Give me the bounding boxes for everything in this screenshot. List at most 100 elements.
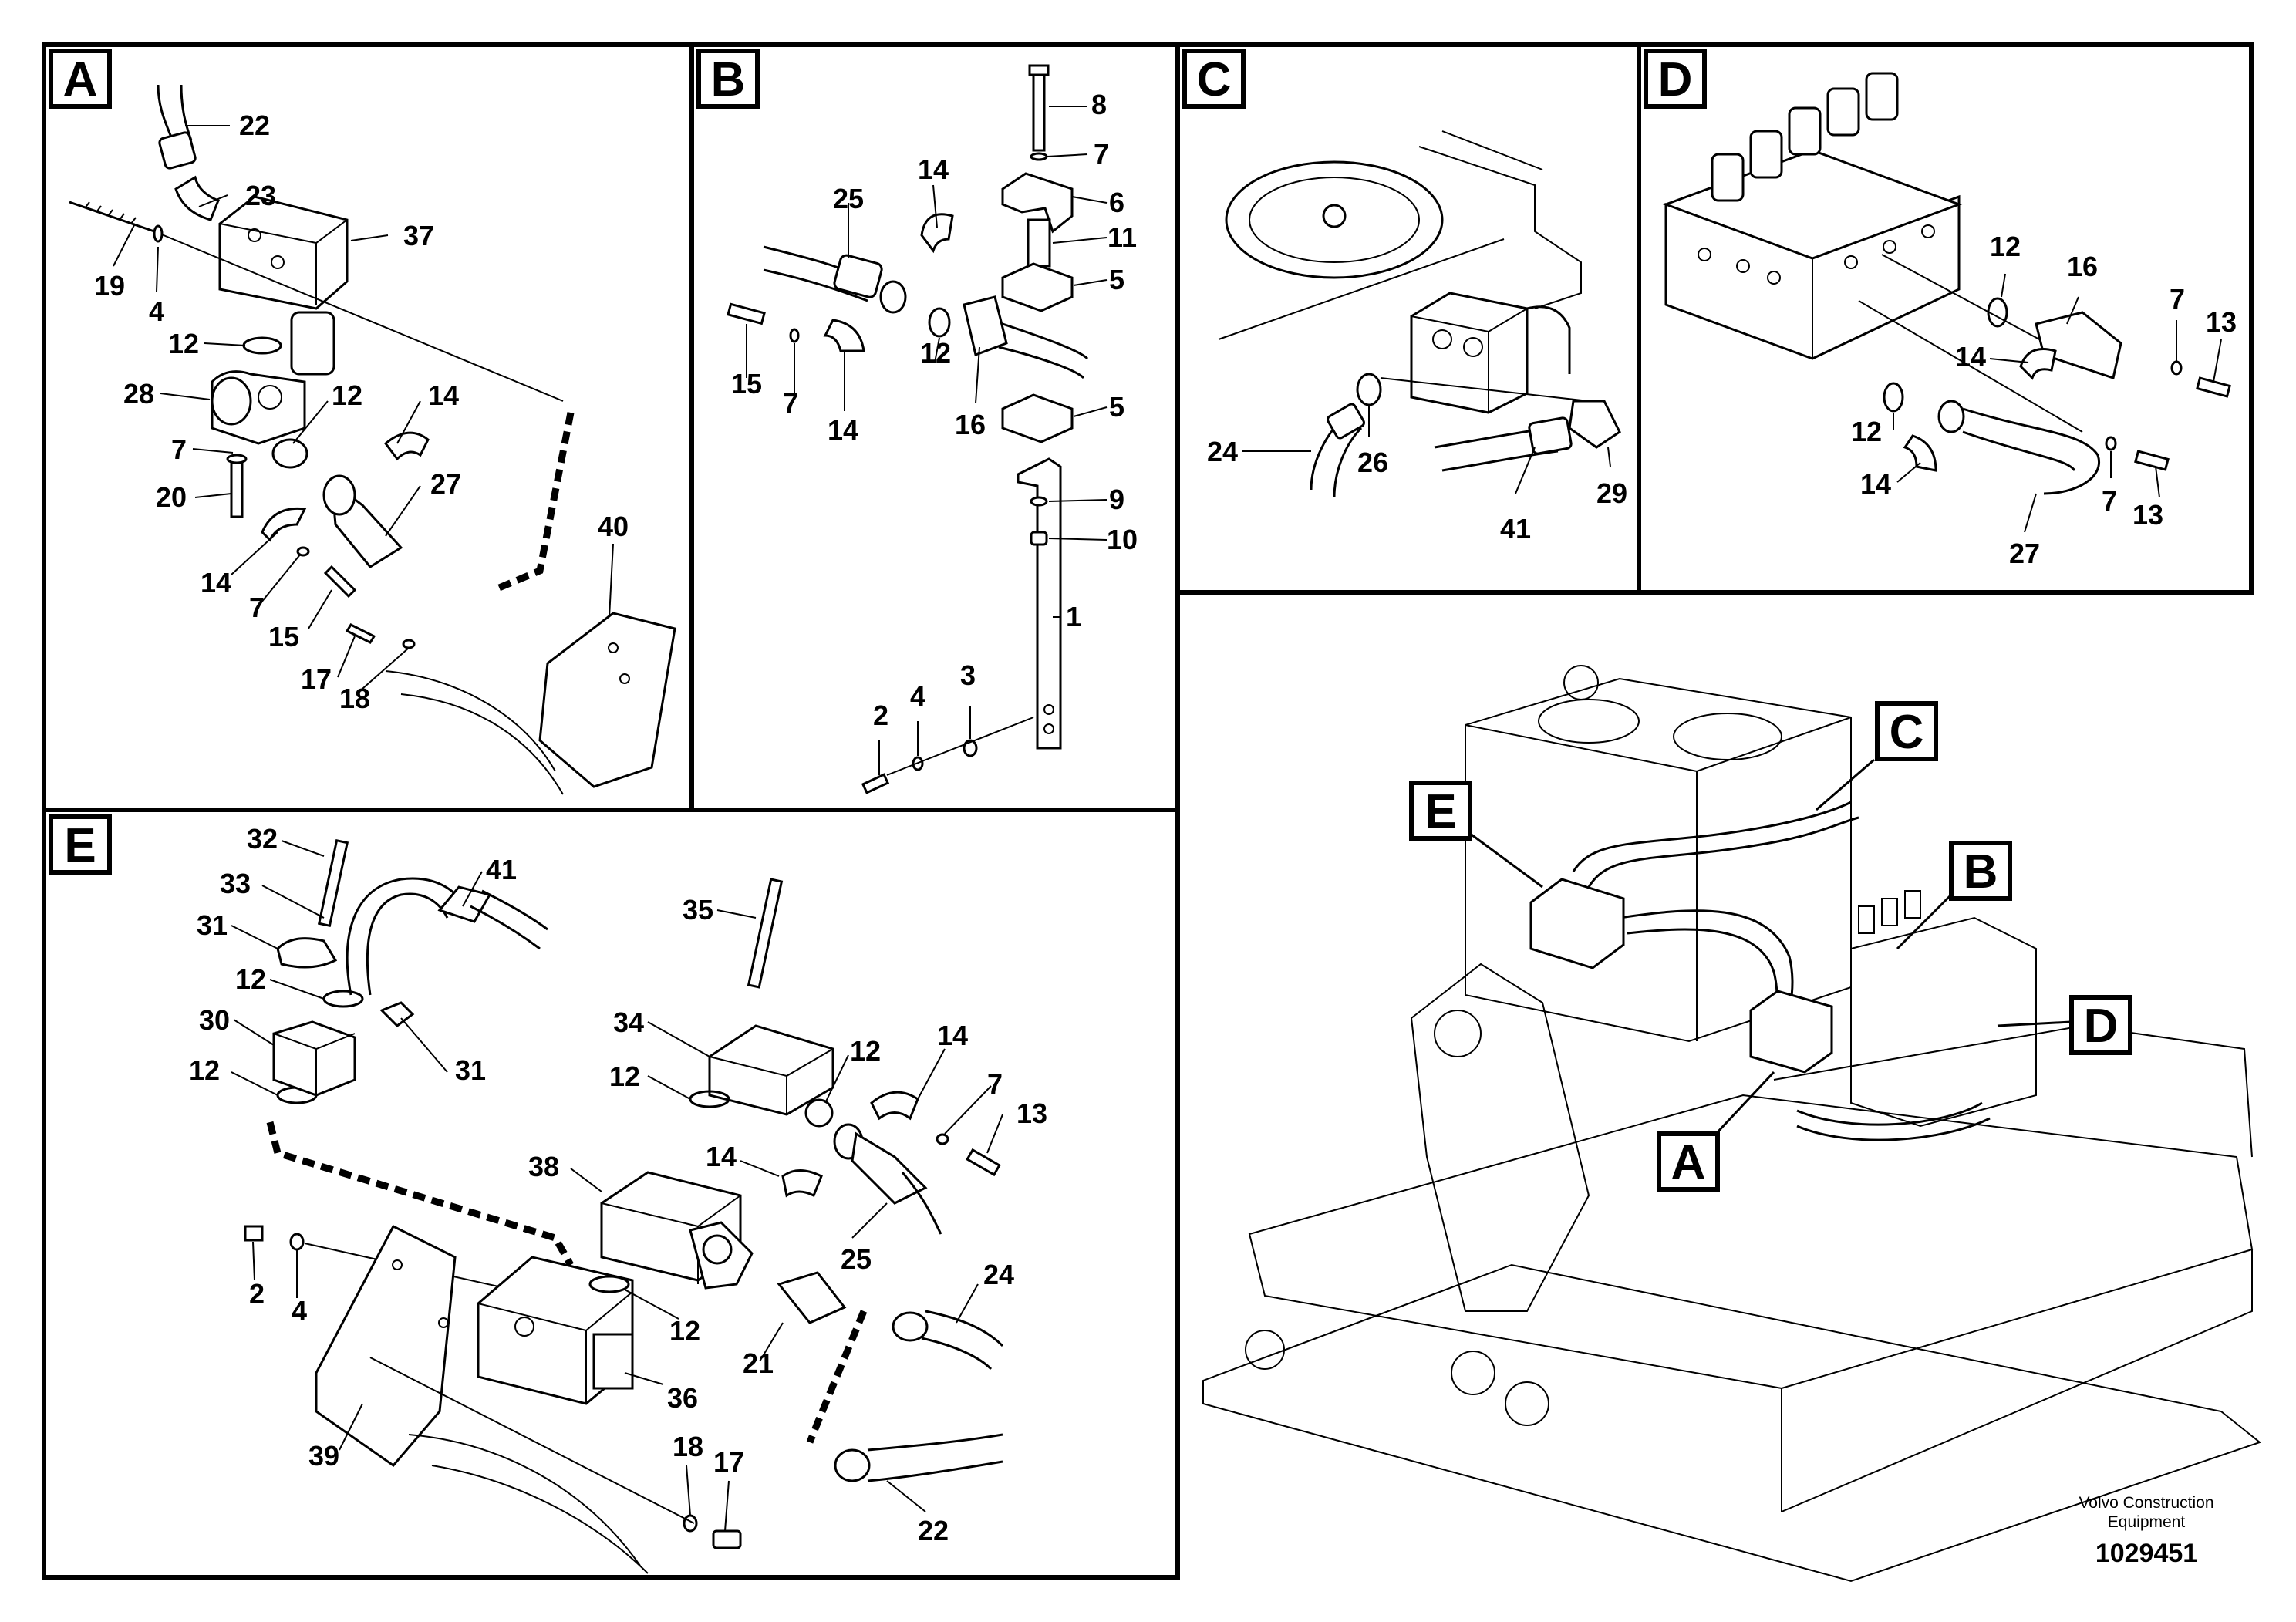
callout-b-9: 9 bbox=[1109, 484, 1124, 515]
panel-c-callouts: 24 26 41 29 bbox=[1207, 436, 1627, 545]
callout-a-15: 15 bbox=[268, 621, 299, 653]
callout-b-1: 1 bbox=[1066, 601, 1081, 632]
callout-e-38: 38 bbox=[528, 1151, 559, 1182]
marker-b-label: B bbox=[1964, 845, 1998, 899]
callout-b-3: 3 bbox=[960, 659, 976, 691]
callout-b-25: 25 bbox=[833, 183, 864, 214]
panel-c-drawing bbox=[1218, 130, 1621, 498]
callout-d-12-lower: 12 bbox=[1851, 416, 1882, 447]
callout-a-7-upper: 7 bbox=[171, 433, 187, 465]
callout-a-12-upper: 12 bbox=[168, 328, 199, 359]
marker-c-label: C bbox=[1890, 706, 1924, 759]
callout-e-14-lower: 14 bbox=[706, 1141, 737, 1172]
overview-marker-b: B bbox=[1949, 841, 2012, 901]
callout-e-2: 2 bbox=[249, 1278, 265, 1310]
panel-d-callouts: 12 16 7 13 14 12 14 7 13 27 bbox=[1851, 231, 2237, 569]
callout-e-12-a: 12 bbox=[235, 963, 266, 995]
callout-b-10: 10 bbox=[1107, 524, 1138, 555]
callout-a-22: 22 bbox=[239, 110, 270, 141]
callout-e-4: 4 bbox=[292, 1295, 307, 1327]
callout-e-7: 7 bbox=[987, 1068, 1003, 1100]
callout-c-29: 29 bbox=[1596, 477, 1627, 509]
overview-marker-c: C bbox=[1875, 701, 1938, 761]
callout-c-26: 26 bbox=[1357, 447, 1388, 478]
panel-d-letter: D bbox=[1658, 53, 1693, 106]
panel-e-badge: E bbox=[49, 814, 112, 875]
hose-22-shape bbox=[157, 84, 175, 143]
callout-a-7-lower: 7 bbox=[249, 592, 265, 623]
callout-e-25: 25 bbox=[841, 1243, 872, 1275]
marker-d-label: D bbox=[2084, 1000, 2119, 1053]
callout-b-15: 15 bbox=[731, 368, 762, 400]
panel-a-letter: A bbox=[63, 53, 98, 106]
panel-a-drawing bbox=[69, 84, 676, 795]
callout-e-13: 13 bbox=[1017, 1098, 1047, 1129]
callout-d-14-upper: 14 bbox=[1955, 341, 1986, 373]
callout-e-36: 36 bbox=[667, 1382, 698, 1414]
callout-leaders bbox=[113, 106, 2222, 1532]
callout-b-4: 4 bbox=[910, 680, 925, 712]
callout-d-14-lower: 14 bbox=[1860, 468, 1891, 500]
panel-b-drawing bbox=[727, 64, 1089, 794]
callout-e-18: 18 bbox=[673, 1431, 703, 1462]
overview-leaders bbox=[1468, 758, 2072, 1135]
callout-e-12-b: 12 bbox=[189, 1054, 220, 1086]
panel-c-letter: C bbox=[1197, 53, 1232, 106]
callout-e-24: 24 bbox=[983, 1259, 1014, 1290]
company-line-2: Equipment bbox=[2108, 1513, 2186, 1531]
marker-a-label: A bbox=[1671, 1136, 1706, 1189]
callout-a-27: 27 bbox=[430, 468, 461, 500]
callout-a-18: 18 bbox=[339, 683, 370, 714]
callout-a-37: 37 bbox=[403, 220, 434, 251]
callout-d-27: 27 bbox=[2009, 538, 2040, 569]
callout-e-22: 22 bbox=[918, 1515, 949, 1546]
callout-d-16: 16 bbox=[2067, 251, 2098, 282]
callout-e-30: 30 bbox=[199, 1004, 230, 1036]
marker-e-label: E bbox=[1424, 785, 1456, 838]
panel-d-drawing bbox=[1662, 72, 2231, 495]
callout-b-14-lower: 14 bbox=[828, 414, 858, 446]
callout-d-13-upper: 13 bbox=[2206, 306, 2237, 338]
callout-e-41: 41 bbox=[486, 854, 517, 885]
panel-d-frame bbox=[1637, 42, 2254, 595]
callout-e-34: 34 bbox=[613, 1007, 644, 1038]
callout-b-7-left: 7 bbox=[783, 387, 798, 419]
callout-d-7-upper: 7 bbox=[2170, 283, 2185, 315]
panel-b-letter: B bbox=[711, 53, 746, 106]
callout-e-35: 35 bbox=[683, 894, 713, 926]
callout-e-31-lower: 31 bbox=[455, 1054, 486, 1086]
callout-d-13-lower: 13 bbox=[2132, 499, 2163, 531]
panel-e-frame bbox=[42, 808, 1180, 1580]
callout-e-21: 21 bbox=[743, 1347, 774, 1379]
callout-b-5-upper: 5 bbox=[1109, 264, 1124, 295]
panel-c-frame bbox=[1175, 42, 1641, 595]
overview-machine-drawing bbox=[1202, 665, 2262, 1583]
callout-b-5-lower: 5 bbox=[1109, 391, 1124, 423]
callout-e-17: 17 bbox=[713, 1446, 744, 1478]
panel-d-badge: D bbox=[1644, 49, 1707, 109]
callout-a-23: 23 bbox=[245, 180, 276, 211]
callout-a-4: 4 bbox=[149, 295, 164, 327]
panel-c-badge: C bbox=[1182, 49, 1246, 109]
callout-d-12-upper: 12 bbox=[1990, 231, 2021, 262]
callout-e-33: 33 bbox=[220, 868, 251, 899]
callout-a-28: 28 bbox=[123, 378, 154, 410]
overview-marker-a: A bbox=[1657, 1131, 1720, 1192]
callout-a-40: 40 bbox=[598, 511, 629, 542]
callout-e-12-e: 12 bbox=[669, 1315, 700, 1347]
callout-b-6: 6 bbox=[1109, 187, 1124, 218]
panel-frames bbox=[42, 42, 2254, 1580]
callout-a-14-lower: 14 bbox=[201, 567, 231, 599]
callout-a-14-upper: 14 bbox=[428, 379, 459, 411]
callout-e-32: 32 bbox=[247, 823, 278, 855]
callout-b-2: 2 bbox=[873, 700, 888, 731]
callout-e-14-upper: 14 bbox=[937, 1020, 968, 1051]
panel-e-callouts: 32 33 41 31 12 30 31 12 35 34 12 12 14 7… bbox=[189, 823, 1047, 1546]
callout-a-17: 17 bbox=[301, 663, 332, 695]
document-number: 1029451 bbox=[2095, 1539, 2197, 1568]
credit-block: Volvo Construction Equipment 1029451 bbox=[2079, 1494, 2213, 1568]
callout-e-31-upper: 31 bbox=[197, 909, 228, 941]
callout-c-24: 24 bbox=[1207, 436, 1238, 467]
screw-19-shape bbox=[69, 201, 155, 233]
